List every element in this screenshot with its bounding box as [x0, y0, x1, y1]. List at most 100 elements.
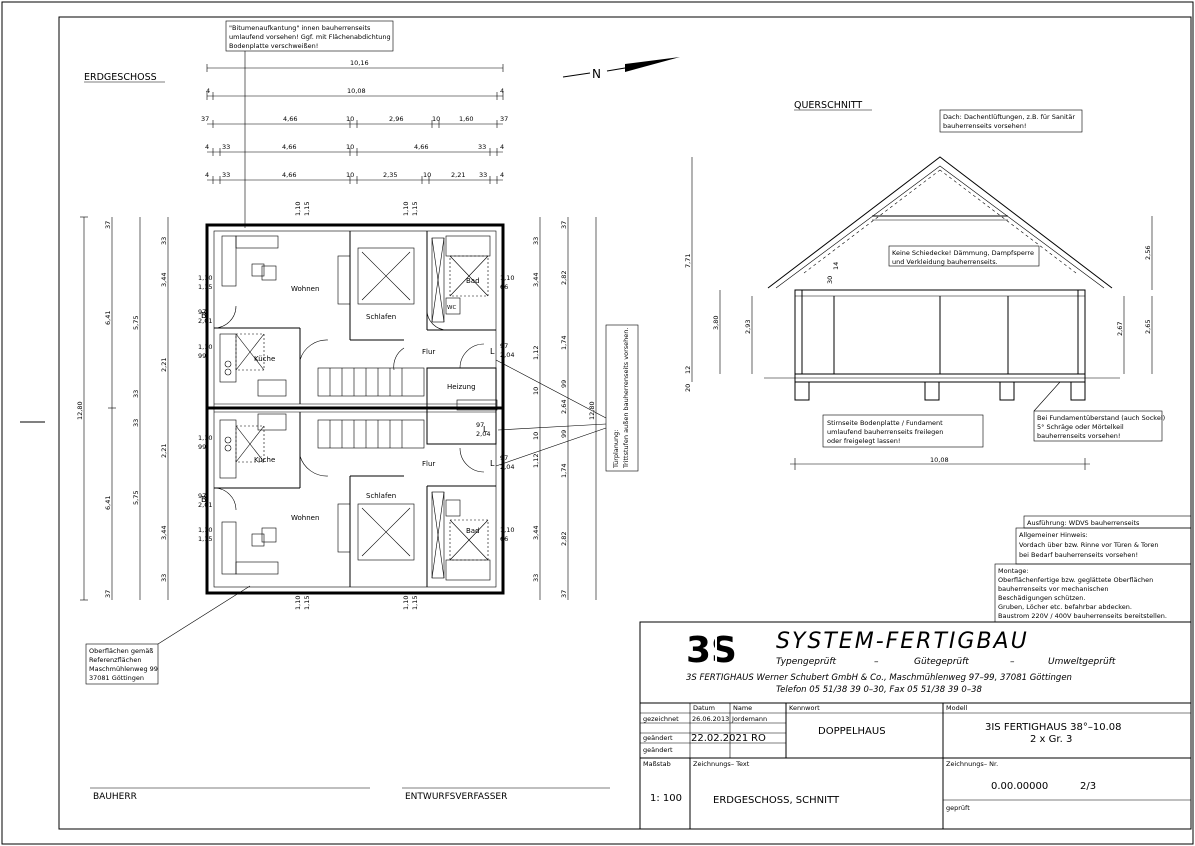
oberflaechen-line2: Referenzflächen [89, 656, 141, 664]
opening-dim-9b: 2,04 [476, 430, 490, 438]
room-heizung: Heizung [447, 383, 476, 391]
montage-line3: bauherrenseits vor mechanischen [998, 585, 1108, 593]
dim-top-5-a: 4 [205, 171, 209, 179]
dim-top-5-f: 10 [423, 171, 431, 179]
oberflaechen-line4: 37081 Göttingen [89, 674, 144, 682]
dim-top-5-c: 4,66 [282, 171, 296, 179]
signature-lines: BAUHERR ENTWURFSVERFASSER [90, 787, 610, 802]
dim-left-total: 12,80 [76, 401, 84, 420]
room-kueche-lower: Küche [254, 456, 275, 464]
dim-right-3-44-a: 3,44 [532, 273, 540, 287]
door-letter-l-mid: L [483, 425, 488, 434]
section-small-20: 20 [684, 384, 692, 392]
fundament-line2: 5° Schräge oder Mörtelkeil [1037, 423, 1124, 431]
blatt-value: 2/3 [1080, 781, 1096, 792]
section-height-2-67: 2,67 [1116, 322, 1124, 336]
top-dimensions: 10,16 4 10,08 4 37 4,66 10 2,96 10 1,60 … [201, 59, 508, 184]
opening-dim-3a: 1,10 [198, 343, 212, 351]
section-small-12: 12 [684, 366, 692, 374]
dim-left-33-c: 33 [132, 419, 140, 427]
row2-name: RO [751, 733, 766, 744]
dach-note-line1: Dach: Dachentlüftungen, z.B. für Sanitär [943, 113, 1075, 121]
tagline-sep-1: – [874, 657, 879, 667]
oberflaechen-line3: Maschmühlenweg 99 [89, 665, 158, 673]
dim-top-5-b: 33 [222, 171, 230, 179]
opening-dim-10b: 2,04 [500, 463, 514, 471]
opening-dim-5a: 97 [198, 492, 206, 500]
door-letter-b-upper: B [201, 311, 207, 320]
opening-dim-bot-2: 1,15 [303, 596, 311, 610]
row3-label: geändert [643, 746, 673, 754]
dim-right-1-12-b: 1,12 [532, 454, 540, 468]
modell-line2: 2 x Gr. 3 [1030, 734, 1072, 745]
section-width: 10,08 [930, 456, 949, 464]
row1-date: 26.06.2013 [692, 715, 729, 723]
room-wohnen-lower: Wohnen [291, 514, 319, 522]
zeichnungsnr-value: 0.00.00000 [991, 781, 1048, 792]
dim-left-2-21-b: 2,21 [160, 444, 168, 458]
dim-top-5-h: 33 [479, 171, 487, 179]
ausfuehrung-note: Ausführung: WDVS bauherrenseits [1027, 519, 1140, 527]
dim-left-33-b: 33 [132, 390, 140, 398]
dim-top-2-mid: 10,08 [347, 87, 366, 95]
dim-top-4-d: 10 [346, 143, 354, 151]
montage-line1: Montage: [998, 567, 1029, 575]
cross-section: 7,71 3,80 2,93 2,56 2,67 2,65 20 12 30 1… [684, 156, 1153, 470]
section-height-2-93: 2,93 [744, 320, 752, 334]
bitumen-note-line2: umlaufend vorsehen! Ggf. mit Flächenabdi… [229, 33, 391, 41]
dim-right-33-b: 33 [532, 574, 540, 582]
opening-dim-11b: 66 [500, 535, 508, 543]
modell-line1: 3IS FERTIGHAUS 38°–10.08 [985, 722, 1122, 733]
hinweis-line1: Allgemeiner Hinweis: [1019, 531, 1088, 539]
room-schlafen-upper: Schlafen [366, 313, 396, 321]
door-letter-l-lower: L [490, 459, 495, 468]
dim-top-3-d: 2,96 [389, 115, 403, 123]
opening-dim-11a: 1,10 [500, 526, 514, 534]
dim-right-1-12-a: 1,12 [532, 346, 540, 360]
zeichnungsnr-label: Zeichnungs– Nr. [946, 760, 998, 768]
dim-top-5-g: 2,21 [451, 171, 465, 179]
opening-dim-10a: 97 [500, 454, 508, 462]
section-height-7-71: 7,71 [684, 254, 692, 268]
opening-dim-top-2: 1,15 [303, 202, 311, 216]
dim-top-5-d: 10 [346, 171, 354, 179]
montage-line4: Beschädigungen schützen. [998, 594, 1085, 602]
company-address: 3S FERTIGHAUS Werner Schubert GmbH & Co.… [686, 673, 1072, 683]
opening-dim-4b: 99 [198, 443, 206, 451]
geprueft-label: geprüft [946, 804, 970, 812]
dim-top-3-b: 4,66 [283, 115, 297, 123]
company-logo: 3S [686, 630, 737, 671]
dach-note: Dach: Dachentlüftungen, z.B. für Sanitär… [939, 109, 1083, 133]
room-bad-lower: Bad [466, 527, 480, 535]
kennwort-value: DOPPELHAUS [818, 726, 886, 737]
company-phone: Telefon 05 51/38 39 0–30, Fax 05 51/38 3… [776, 685, 982, 695]
opening-dim-1a: 1,10 [198, 274, 212, 282]
opening-dim-top-4: 1,15 [411, 202, 419, 216]
opening-dim-top-1: 1,10 [294, 202, 302, 216]
opening-dim-6a: 1,10 [198, 526, 212, 534]
door-letter-l-upper: L [490, 347, 495, 356]
company-name: SYSTEM-FERTIGBAU [776, 629, 1029, 654]
general-notes: Ausführung: WDVS bauherrenseits Allgemei… [994, 515, 1192, 623]
schiedecke-line1: Keine Schiedecke! Dämmung, Dampfsperre [892, 249, 1034, 257]
dim-right-37-b: 37 [560, 590, 568, 598]
door-letter-b-lower: B [201, 495, 207, 504]
section-height-2-56: 2,56 [1144, 246, 1152, 260]
dim-left-5-75-b: 5,75 [132, 491, 140, 505]
stirnseite-line1: Stirnseite Bodenplatte / Fundament [827, 419, 943, 427]
opening-dim-2a: 97 [198, 308, 206, 316]
opening-dim-2b: 2,01 [198, 317, 212, 325]
section-height-2-65: 2,65 [1144, 320, 1152, 334]
dim-top-2-left: 4 [206, 87, 210, 95]
dim-left-5-75-a: 5,75 [132, 316, 140, 330]
north-label: N [592, 67, 601, 81]
schiedecke-line2: und Verkleidung bauherrenseits. [892, 258, 998, 266]
dim-right-99-a: 99 [560, 380, 568, 388]
signature-entwurf: ENTWURFSVERFASSER [405, 792, 507, 802]
room-flur-lower: Flur [422, 460, 435, 468]
section-title: QUERSCHNITT [794, 100, 862, 111]
room-wohnen-upper: Wohnen [291, 285, 319, 293]
section-height-3-80: 3,80 [712, 316, 720, 330]
dim-right-3-44-b: 3,44 [532, 526, 540, 540]
